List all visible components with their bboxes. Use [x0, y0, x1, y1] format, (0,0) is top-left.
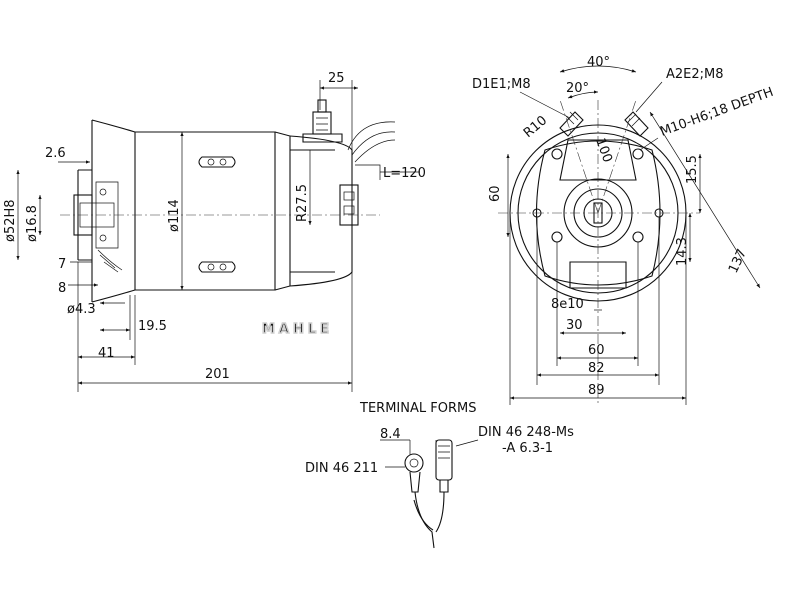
dim-7: 7: [58, 257, 66, 272]
din-248: DIN 46 248-Ms: [478, 425, 574, 440]
dim-60-v: 60: [488, 185, 503, 202]
mahle-watermark: MAHLE: [262, 322, 333, 337]
label-m10: M10-H6;18 DEPTH: [658, 85, 775, 140]
dim-8: 8: [58, 281, 66, 296]
dim-82: 82: [588, 361, 605, 376]
dim-114: ø114: [167, 199, 182, 232]
mounting-slot-top: [198, 156, 236, 168]
dim-25: 25: [328, 71, 345, 86]
end-terminal-right: [624, 111, 649, 137]
dim-52h8: ø52H8: [3, 199, 18, 242]
mounting-slot-bottom: [198, 261, 236, 273]
dim-30: 30: [566, 318, 583, 333]
din-248-sub: -A 6.3-1: [502, 441, 553, 456]
dim-r10: R10: [521, 113, 550, 141]
dim-16-8: ø16.8: [25, 205, 40, 242]
dim-8e10: 8e10: [551, 297, 584, 312]
end-terminal-left: [559, 111, 584, 137]
angle-40: 40°: [587, 55, 610, 70]
dim-8-4: 8.4: [380, 427, 401, 442]
end-view: 40° 20° D1E1;M8 A2E2;M8 M10-H6;18 DEPTH …: [472, 55, 776, 405]
dim-201: 201: [205, 367, 230, 382]
label-d1e1: D1E1;M8: [472, 77, 531, 92]
dim-89: 89: [588, 383, 605, 398]
dim-19-5: 19.5: [138, 319, 167, 334]
dim-2-6: 2.6: [45, 146, 66, 161]
dim-60-h: 60: [588, 343, 605, 358]
dim-14-3: 14.3: [675, 237, 690, 266]
terminal-forms: TERMINAL FORMS 8.4 DIN 46 248-Ms -A 6.3-…: [305, 401, 574, 549]
side-view: 25 2.6 L=120 ø52H8 ø16.8 ø114 R27.5 7 8 …: [3, 71, 426, 392]
ring-terminal: [404, 453, 424, 493]
terminal-forms-title: TERMINAL FORMS: [359, 401, 476, 416]
angle-20: 20°: [566, 81, 589, 96]
din-211: DIN 46 211: [305, 461, 378, 476]
dim-4-3: ø4.3: [67, 302, 96, 317]
dim-137: 137: [726, 247, 750, 276]
flat-plug-terminal: [435, 439, 453, 493]
label-a2e2: A2E2;M8: [666, 67, 724, 82]
terminal-stud: [302, 99, 343, 143]
dim-41: 41: [98, 346, 115, 361]
dim-l120: L=120: [383, 166, 426, 181]
dim-r27-5: R27.5: [295, 184, 310, 222]
